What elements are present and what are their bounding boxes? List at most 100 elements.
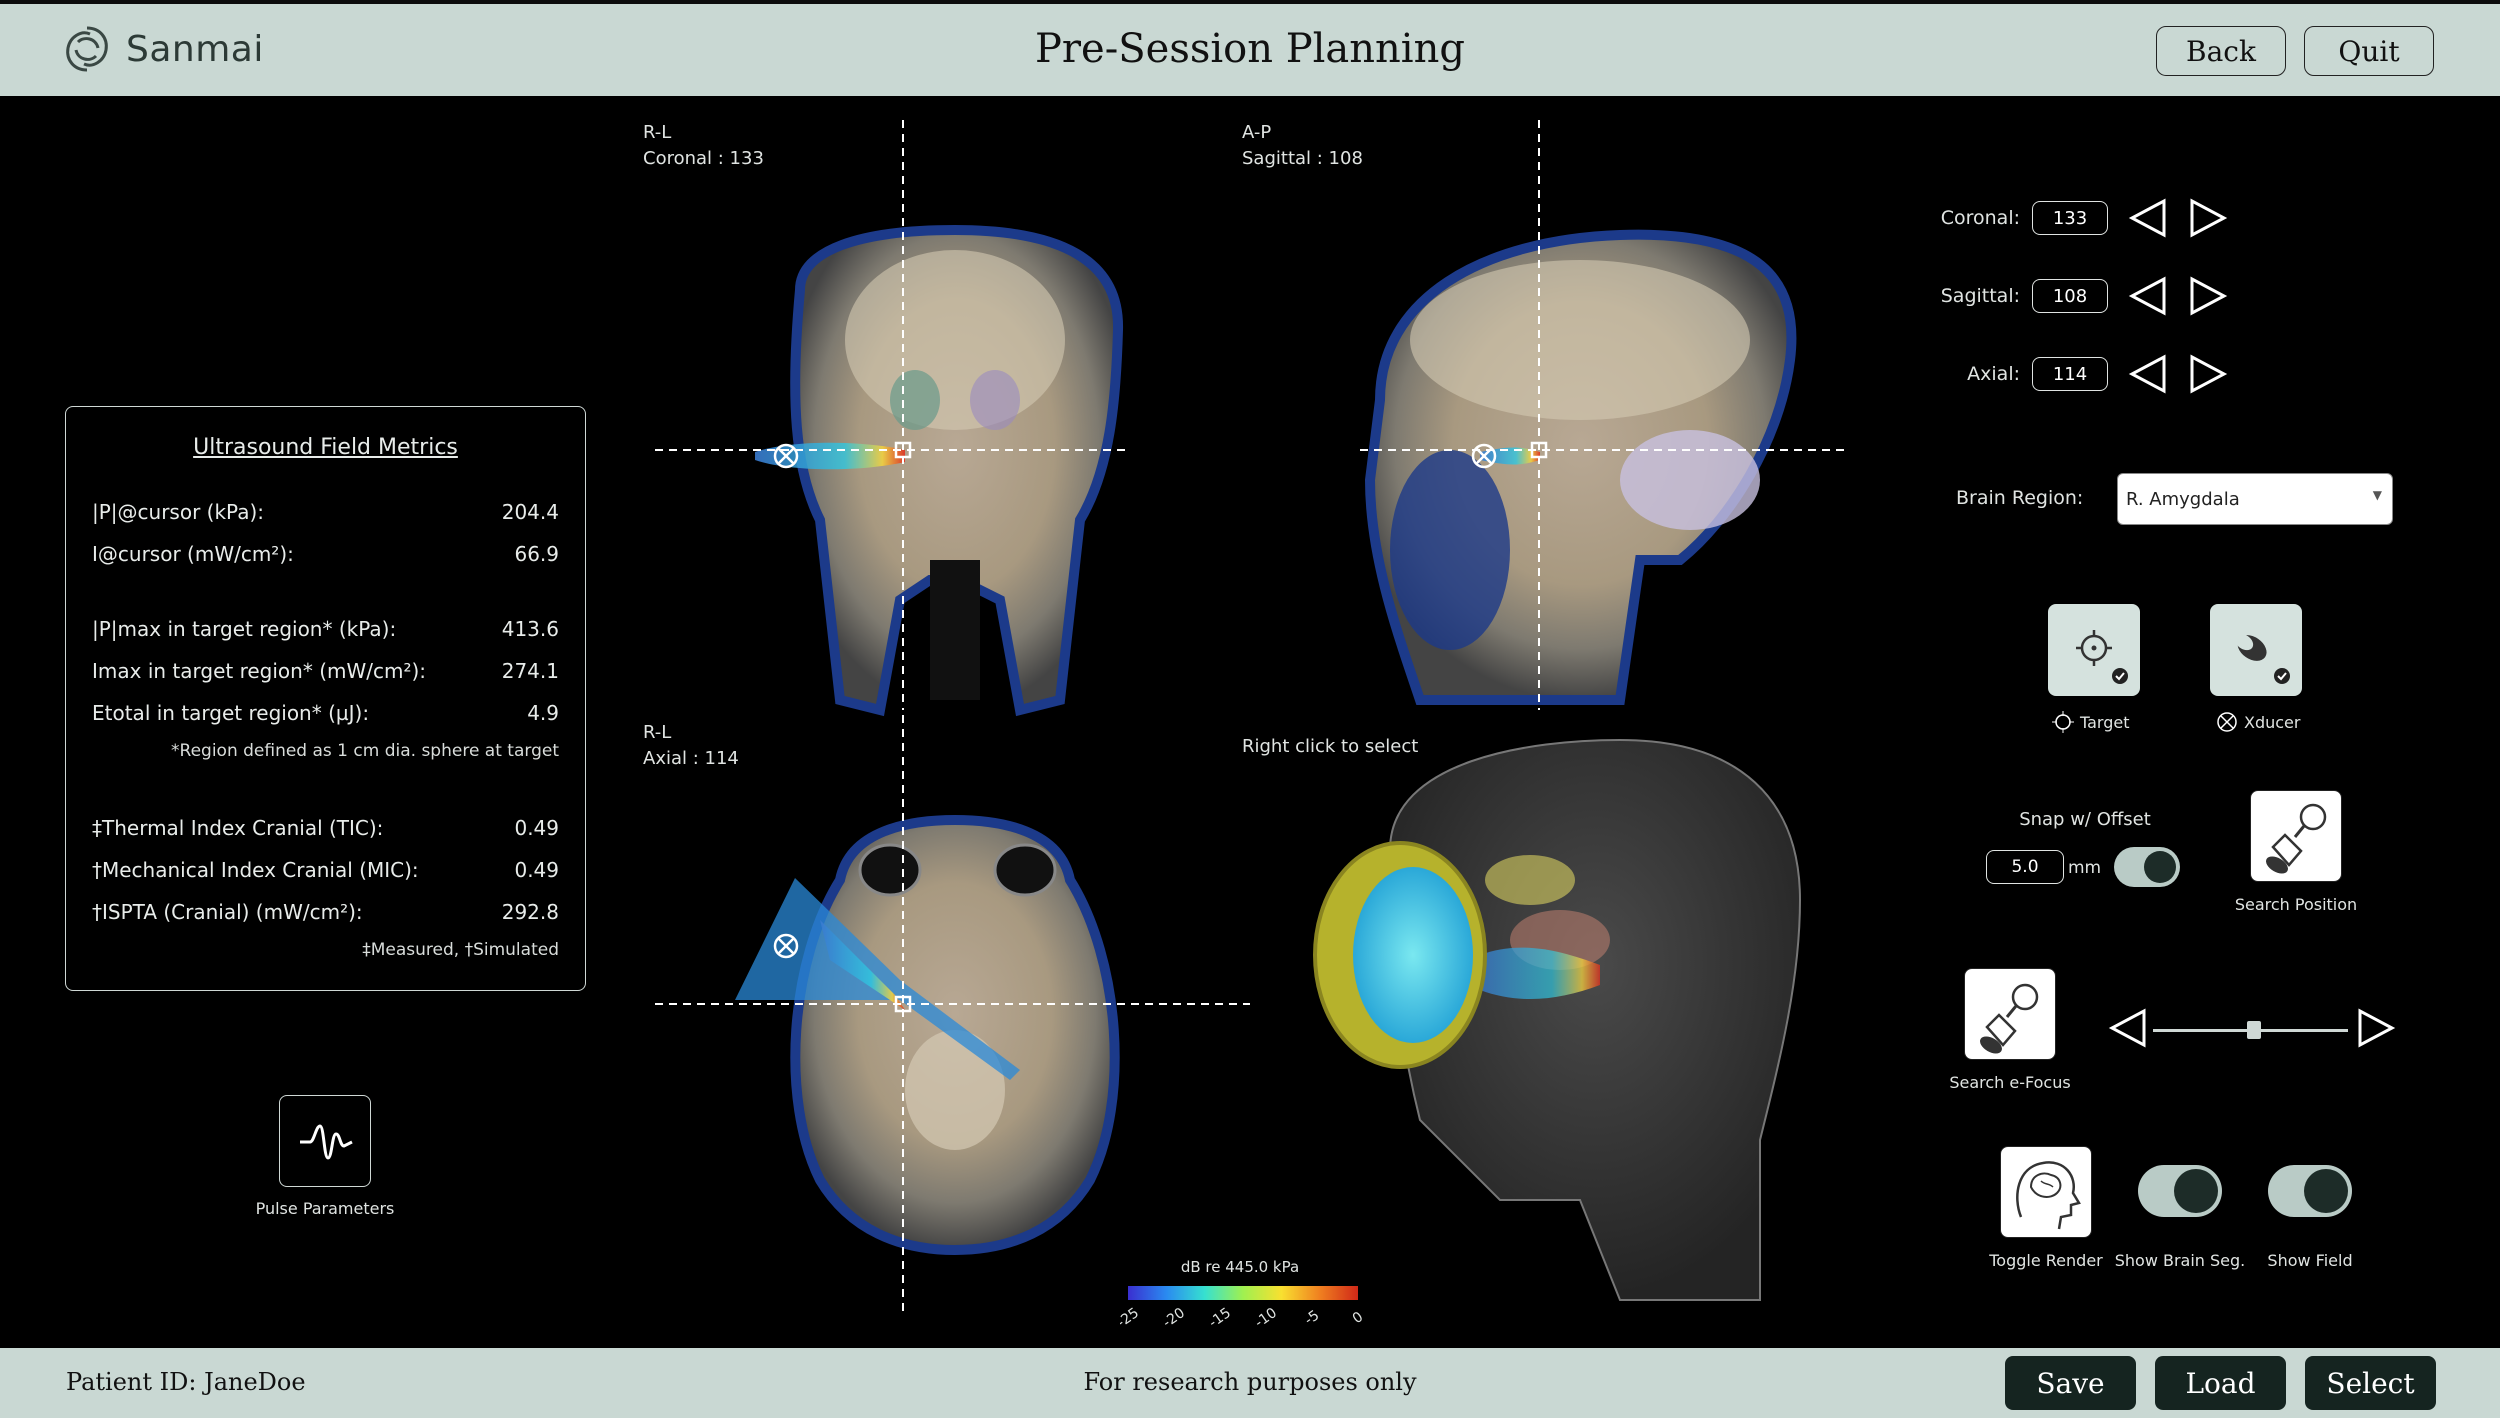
axial-view[interactable]: [735, 814, 1120, 1256]
triangle-right-icon: [2358, 1008, 2396, 1048]
research-note: For research purposes only: [1083, 1368, 1417, 1396]
metric-label: †Mechanical Index Cranial (MIC):: [92, 858, 419, 882]
target-marker-icon: [894, 441, 1548, 1013]
show-field-toggle[interactable]: [2268, 1165, 2352, 1217]
top-bar: Sanmai Pre-Session Planning Back Quit: [0, 0, 2500, 96]
snap-unit: mm: [2068, 858, 2102, 878]
coronal-input[interactable]: 133: [2032, 201, 2108, 235]
search-efocus-label: Search e-Focus: [1949, 1073, 2071, 1092]
colorbar-tick-label: -20: [1160, 1305, 1188, 1331]
back-button[interactable]: Back: [2156, 26, 2286, 76]
target-label: Target: [2052, 711, 2142, 733]
target-label-text: Target: [2080, 712, 2130, 732]
slice-label: Axial : 114: [643, 748, 739, 769]
render-hint: Right click to select: [1242, 736, 1419, 757]
triangle-left-icon: [2128, 276, 2166, 316]
coronal-view[interactable]: [755, 224, 1124, 717]
metric-label: Imax in target region* (mW/cm²):: [92, 659, 427, 683]
metrics-title: Ultrasound Field Metrics: [193, 435, 458, 460]
efocus-slider[interactable]: [2153, 1021, 2348, 1039]
axial-prev-button[interactable]: [2124, 351, 2170, 397]
slice-label: Coronal : 133: [643, 148, 764, 169]
metric-value: 0.49: [514, 858, 559, 882]
snap-offset-toggle[interactable]: [2114, 847, 2180, 887]
search-position-button[interactable]: [2250, 790, 2342, 882]
metric-value: 4.9: [527, 701, 559, 725]
sanmai-logo-icon: [66, 26, 108, 72]
save-button[interactable]: Save: [2005, 1356, 2136, 1410]
search-position-label: Search Position: [2234, 895, 2358, 914]
slice-label: Sagittal : 108: [1242, 148, 1363, 169]
axial-input[interactable]: 114: [2032, 357, 2108, 391]
show-brain-seg-label: Show Brain Seg.: [2114, 1251, 2246, 1270]
target-tool-button[interactable]: [2048, 604, 2140, 696]
logo: Sanmai: [62, 24, 264, 74]
metric-label: |P|max in target region* (kPa):: [92, 617, 397, 641]
ultrasound-field-metrics-panel: Ultrasound Field Metrics |P|@cursor (kPa…: [65, 406, 586, 991]
show-brain-seg-toggle[interactable]: [2138, 1165, 2222, 1217]
axial-next-button[interactable]: [2186, 351, 2232, 397]
brain-region-value: R. Amygdala: [2126, 488, 2240, 510]
transducer-icon: [2234, 633, 2290, 684]
patient-id: Patient ID: JaneDoe: [66, 1368, 306, 1396]
metric-value: 292.8: [501, 900, 559, 924]
snap-offset-input[interactable]: 5.0: [1986, 850, 2064, 884]
sagittal-view[interactable]: [1364, 229, 1797, 705]
brain-region-select[interactable]: R. Amygdala ▼: [2117, 473, 2393, 525]
orientation-label: R-L: [643, 722, 672, 743]
pulse-parameters-label: Pulse Parameters: [255, 1199, 395, 1218]
colorbar-gradient: [1128, 1286, 1358, 1300]
region-note: *Region defined as 1 cm dia. sphere at t…: [171, 741, 559, 761]
efocus-prev-button[interactable]: [2104, 1005, 2150, 1051]
coronal-prev-button[interactable]: [2124, 195, 2170, 241]
sagittal-view-label: A-P Sagittal : 108: [1242, 120, 1363, 172]
toggle-knob: [2304, 1169, 2348, 1213]
measured-note: ‡Measured, †Simulated: [362, 940, 559, 960]
stepper-label: Axial:: [1967, 363, 2020, 385]
coronal-stepper: Coronal: 133: [1930, 195, 2232, 241]
stepper-label: Sagittal:: [1940, 285, 2020, 307]
efocus-next-button[interactable]: [2354, 1005, 2400, 1051]
snap-offset-label: Snap w/ Offset: [2019, 809, 2151, 830]
coronal-next-button[interactable]: [2186, 195, 2232, 241]
metric-row: I@cursor (mW/cm²):66.9: [92, 542, 559, 566]
waveform-icon: [300, 1124, 353, 1160]
pulse-parameters-button[interactable]: [279, 1095, 371, 1187]
metric-value: 413.6: [501, 617, 559, 641]
xducer-label: Xducer: [2216, 711, 2306, 733]
metric-value: 0.49: [514, 816, 559, 840]
sagittal-input[interactable]: 108: [2032, 279, 2108, 313]
app-name: Sanmai: [126, 28, 264, 70]
orientation-label: A-P: [1242, 122, 1272, 143]
metric-row: †Mechanical Index Cranial (MIC): 0.49: [92, 858, 559, 882]
axial-stepper: Axial: 114: [1930, 351, 2232, 397]
colorbar-tick-label: -15: [1206, 1305, 1234, 1331]
triangle-left-icon: [2128, 354, 2166, 394]
efocus-slider-thumb[interactable]: [2247, 1021, 2262, 1039]
metric-row: Imax in target region* (mW/cm²):274.1: [92, 659, 559, 683]
3d-render-view[interactable]: [1313, 738, 1802, 1301]
colorbar-tick-label: -10: [1252, 1305, 1280, 1331]
toggle-knob: [2174, 1169, 2218, 1213]
quit-button[interactable]: Quit: [2304, 26, 2434, 76]
colorbar-tick-label: 0: [1350, 1309, 1366, 1327]
sagittal-prev-button[interactable]: [2124, 273, 2170, 319]
xducer-small-icon: [2217, 712, 2237, 732]
target-small-icon: [2052, 711, 2074, 733]
metric-label: I@cursor (mW/cm²):: [92, 542, 294, 566]
metric-label: ‡Thermal Index Cranial (TIC):: [92, 816, 384, 840]
triangle-left-icon: [2108, 1008, 2146, 1048]
sagittal-next-button[interactable]: [2186, 273, 2232, 319]
select-button[interactable]: Select: [2305, 1356, 2436, 1410]
head-brain-icon: [2016, 1161, 2081, 1230]
metric-label: Etotal in target region* (µJ):: [92, 701, 370, 725]
metric-row: Etotal in target region* (µJ): 4.9: [92, 701, 559, 725]
load-button[interactable]: Load: [2155, 1356, 2286, 1410]
crosshair-target-icon: [2076, 630, 2128, 684]
metric-label: |P|@cursor (kPa):: [92, 500, 265, 524]
search-efocus-button[interactable]: [1964, 968, 2056, 1060]
metric-row: ‡Thermal Index Cranial (TIC): 0.49: [92, 816, 559, 840]
toggle-render-button[interactable]: [2000, 1146, 2092, 1238]
xducer-tool-button[interactable]: [2210, 604, 2302, 696]
